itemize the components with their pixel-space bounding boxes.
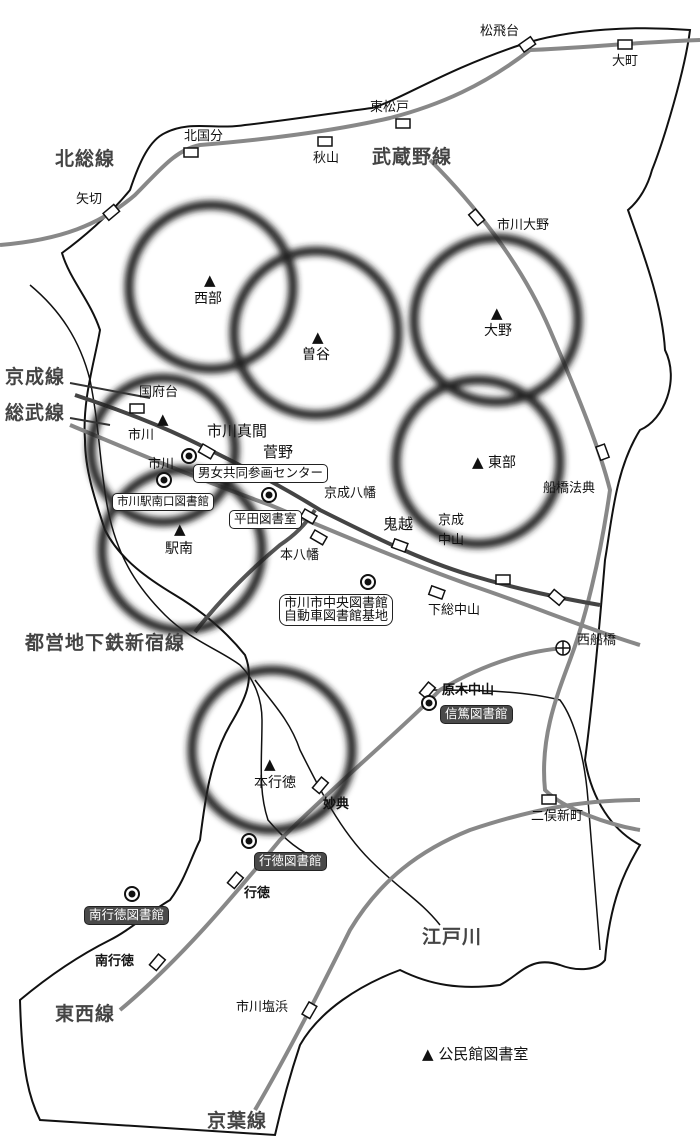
line-hokuso: [0, 48, 532, 247]
station-nishi-funabashi: 西船橋: [577, 633, 617, 648]
station-onigoe: 鬼越: [383, 515, 414, 533]
area-nishibu: 西部: [194, 291, 222, 307]
library-shinkotsu: 信篤図書館: [440, 705, 513, 724]
ward-boundary: [29, 284, 321, 861]
station-konodai: 国府台: [139, 385, 179, 400]
kominkan-marker-motogyotoku: ▲: [264, 755, 276, 773]
station-akiyama: 秋山: [313, 151, 340, 166]
kominkan-marker-ono: ▲: [491, 304, 503, 322]
station-ichikawa-mama: 市川真間: [207, 422, 268, 440]
library-danjo-center: 男女共同参画センター: [193, 464, 329, 483]
library-central: 市川市中央図書館 自動車図書館基地: [279, 594, 394, 626]
station-gyotoku: 行徳: [244, 886, 271, 901]
kominkan-marker-ekinan: ▲: [174, 520, 186, 538]
area-ekinan: 駅南: [165, 541, 193, 557]
library-minami-gyotoku: 南行徳図書館: [84, 906, 170, 925]
line-keisei: [74, 393, 601, 607]
kominkan-marker-soya: ▲: [312, 328, 324, 346]
station-keisei-nakayama-1: 京成: [438, 513, 465, 528]
library-minamiguchi: 市川駅南口図書館: [112, 493, 214, 511]
area-tobu: 東部: [488, 455, 516, 471]
line-label-keisei: 京成線: [5, 366, 66, 388]
line-label-musashino: 武蔵野線: [372, 146, 453, 168]
station-higashi-matsudo: 東松戸: [370, 100, 410, 115]
station-ichikawa-ono: 市川大野: [497, 218, 550, 233]
station-shimousa-nakayama: 下総中山: [428, 603, 481, 618]
station-omachi: 大町: [612, 54, 639, 69]
kominkan-marker-tobu: ▲: [472, 453, 484, 471]
line-label-toei: 都営地下鉄新宿線: [25, 632, 186, 654]
station-kitakokubun: 北国分: [184, 129, 224, 144]
station-funabashi-hoten: 船橋法典: [543, 481, 596, 496]
coast-line: [429, 689, 601, 951]
area-motogyotoku: 本行徳: [254, 775, 296, 791]
station-myoden: 妙典: [323, 797, 350, 812]
station-baraki-nakayama: 原木中山: [442, 683, 495, 698]
station-ichikawa-shiohama: 市川塩浜: [236, 1000, 289, 1015]
station-minami-gyotoku: 南行徳: [95, 954, 135, 969]
station-keisei-yawata: 京成八幡: [324, 486, 377, 501]
station-yagiri: 矢切: [76, 192, 103, 207]
station-matsuhidai: 松飛台: [480, 24, 520, 39]
line-tozai: [118, 646, 566, 1012]
library-central-line2: 自動車図書館基地: [284, 609, 389, 624]
line-label-tozai: 東西線: [55, 1003, 116, 1025]
line-musashino: [428, 158, 641, 832]
line-label-sobu: 総武線: [5, 402, 66, 424]
legend-triangle-icon: ▲: [422, 1045, 434, 1063]
library-gyotoku: 行徳図書館: [254, 852, 327, 871]
line-toei: [193, 508, 317, 634]
station-markers: [102, 35, 633, 1020]
station-ichikawa-2: 市川: [148, 457, 175, 472]
kominkan-marker-nishibu: ▲: [204, 271, 216, 289]
service-circles: [86, 200, 583, 835]
library-central-line1: 市川市中央図書館: [284, 596, 389, 611]
library-markers: [124, 448, 437, 902]
station-keisei-nakayama-2: 中山: [438, 533, 465, 548]
nishi-funabashi-marker: [555, 640, 571, 656]
line-label-hokuso: 北総線: [55, 148, 116, 170]
river-label-edogawa: 江戸川: [422, 926, 483, 948]
station-motoyawata: 本八幡: [280, 548, 320, 563]
station-ichikawa: 市川: [128, 428, 155, 443]
line-label-keiyo: 京葉線: [207, 1110, 268, 1132]
line-keiyo: [253, 798, 641, 1112]
area-ono: 大野: [484, 323, 512, 339]
line-sobu: [69, 423, 641, 647]
legend-label: 公民館図書室: [438, 1045, 529, 1063]
map-legend: ▲ 公民館図書室: [422, 1043, 528, 1064]
station-sugano: 菅野: [263, 443, 294, 461]
area-soya: 曽谷: [302, 347, 330, 363]
line-hokuso-east: [529, 38, 700, 52]
sobu-leader: [69, 417, 111, 426]
keisei-leader: [69, 382, 151, 399]
kominkan-marker-ichikawa: ▲: [157, 410, 169, 428]
library-hirata: 平田図書室: [229, 510, 302, 529]
station-futamata-shinmachi: 二俣新町: [531, 809, 584, 824]
